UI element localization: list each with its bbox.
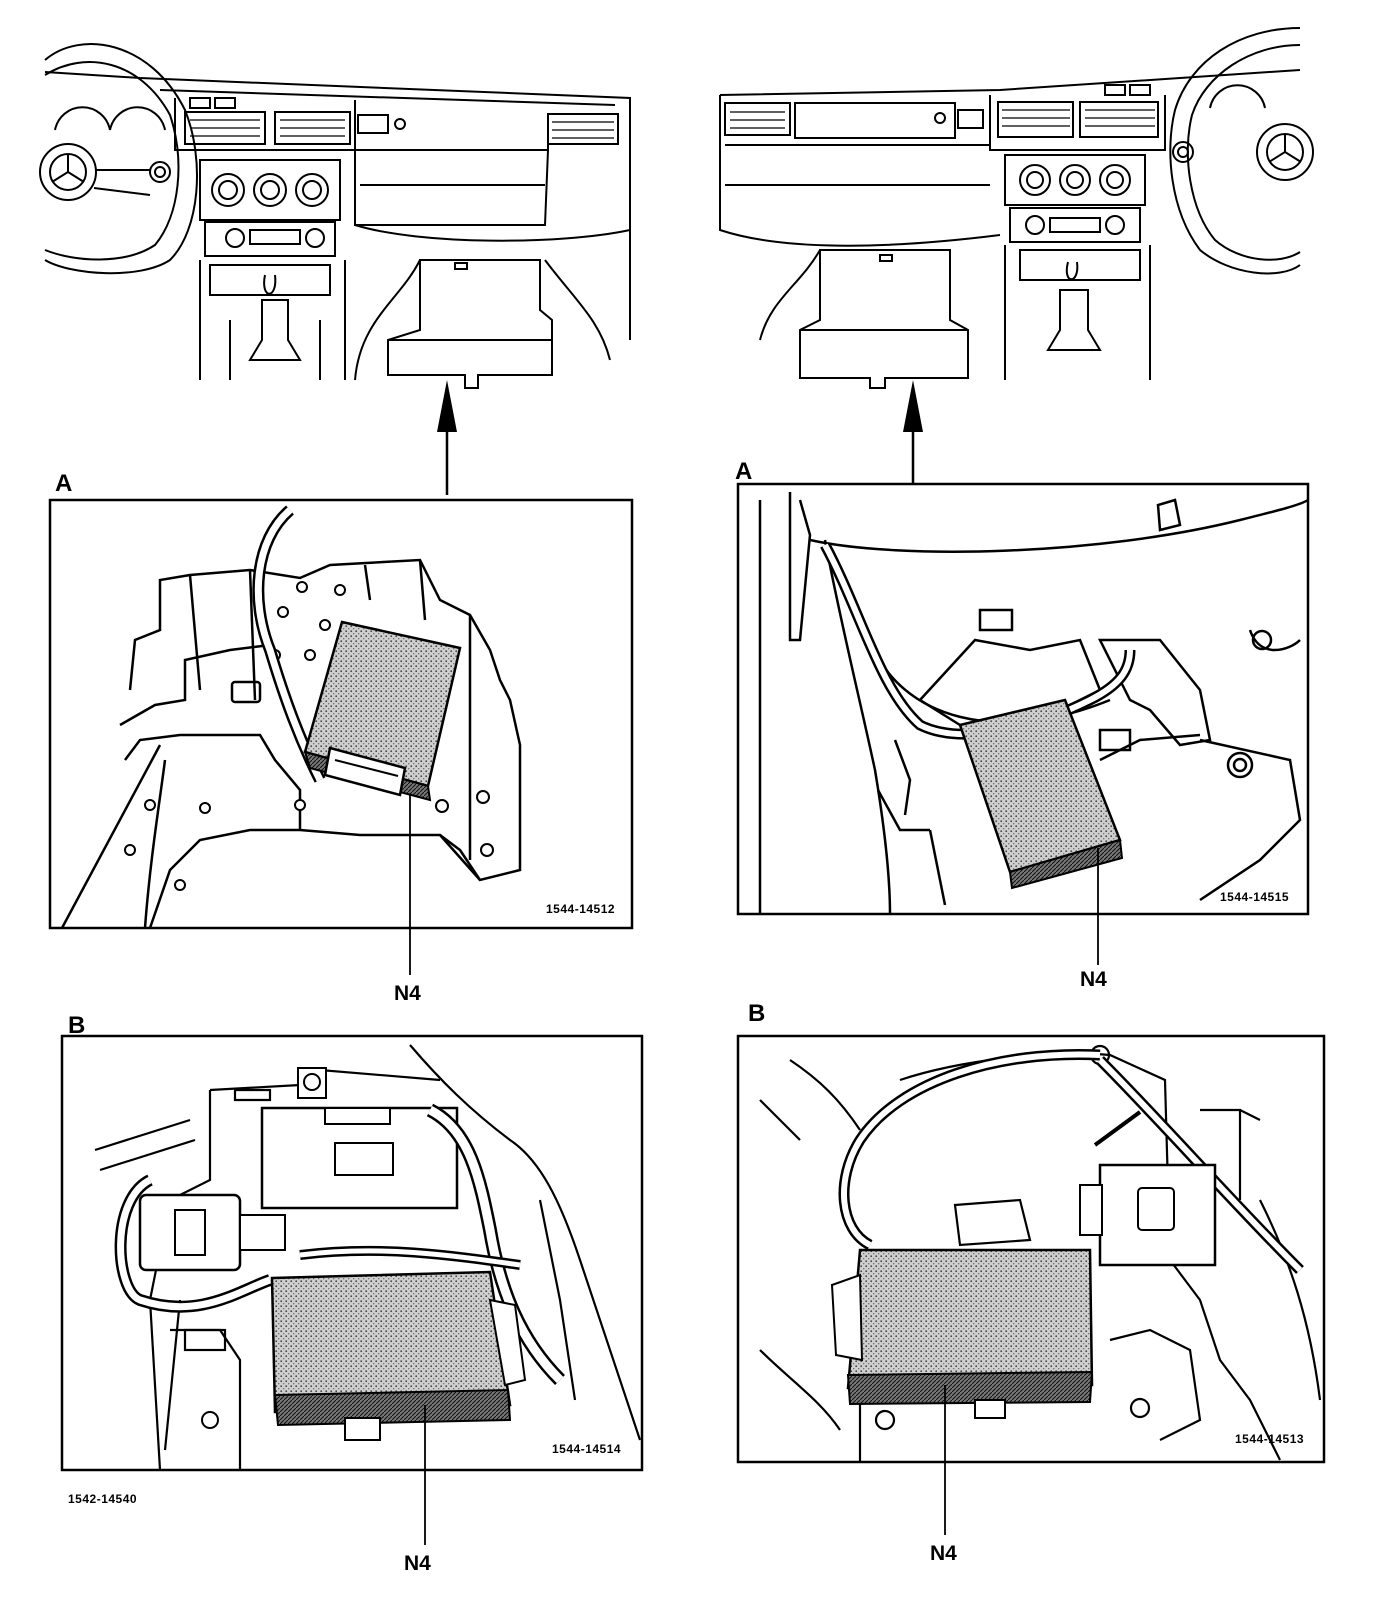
figure-code-a-right: 1544-14515: [1220, 890, 1290, 904]
n4-module-a-left: [303, 620, 462, 802]
figure-code-a-left: 1544-14512: [546, 902, 616, 916]
view-b-left-frame: [60, 1034, 644, 1545]
figure-code-b-left: 1544-14514: [552, 1442, 622, 1456]
pointer-arrow-right: [903, 380, 923, 488]
dashboard-lhd-illustration: [39, 43, 631, 389]
view-a-left-frame: [48, 498, 634, 975]
pointer-arrow-left: [437, 380, 457, 495]
figure-code-b-right: 1544-14513: [1235, 1432, 1305, 1446]
callout-n4-a-right: N4: [1080, 968, 1107, 991]
callout-n4-b-left: N4: [404, 1552, 431, 1575]
view-a-right-frame: [736, 482, 1310, 965]
view-b-right-frame: [736, 1034, 1326, 1535]
dashboard-rhd-illustration: [719, 27, 1314, 389]
view-label-b-left: B: [68, 1012, 86, 1039]
view-label-a-left: A: [55, 470, 73, 497]
n4-module-b-left: [270, 1270, 527, 1441]
view-label-b-right: B: [748, 1000, 766, 1027]
callout-n4-b-right: N4: [930, 1542, 957, 1565]
n4-module-b-right: [830, 1248, 1094, 1419]
sheet-code: 1542-14540: [68, 1492, 138, 1506]
view-label-a-right: A: [735, 458, 753, 485]
n4-module-a-right: [958, 698, 1124, 890]
callout-n4-a-left: N4: [394, 982, 421, 1005]
